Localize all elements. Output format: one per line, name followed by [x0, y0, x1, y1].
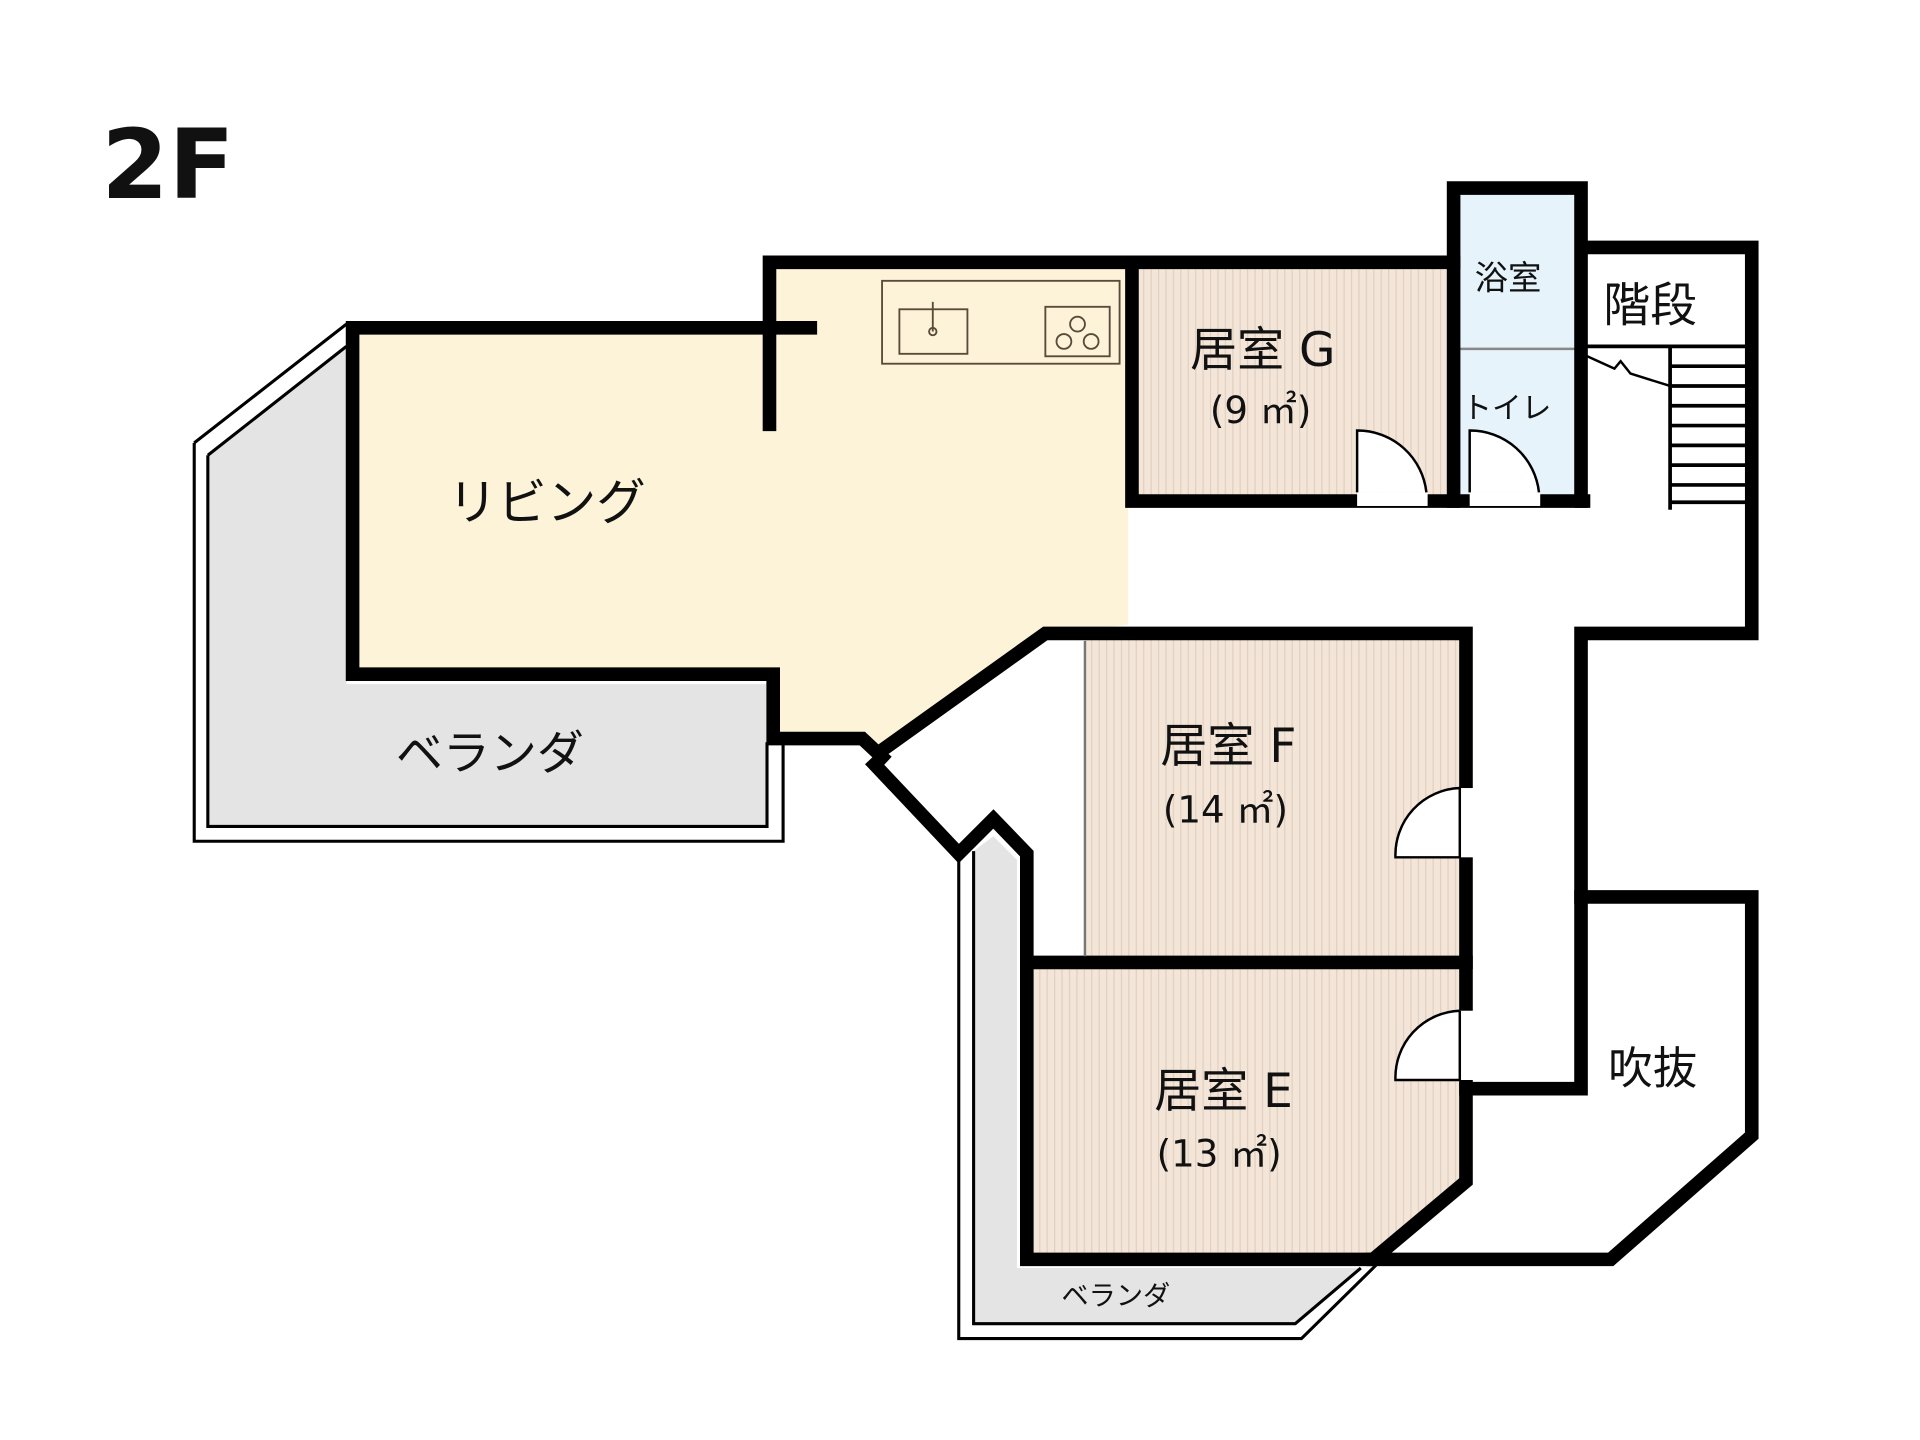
kitchen-counter — [881, 279, 1121, 365]
room-f-area — [1084, 633, 1466, 963]
room-g-area-label: (9 ㎡) — [1210, 389, 1311, 432]
veranda-main-area — [207, 346, 768, 827]
door-room-f[interactable] — [1394, 786, 1474, 859]
staircase — [1585, 344, 1747, 510]
bath-label: 浴室 — [1475, 258, 1542, 297]
door-toilet[interactable] — [1468, 429, 1541, 506]
living-area — [352, 265, 1129, 749]
void-label: 吹抜 — [1608, 1043, 1697, 1095]
door-room-e[interactable] — [1394, 1009, 1474, 1082]
veranda-small-area — [973, 836, 1361, 1324]
room-e-area-label: (13 ㎡) — [1157, 1133, 1282, 1176]
room-e-area — [1032, 962, 1466, 1260]
veranda-small-label: ベランダ — [1061, 1281, 1170, 1312]
floor-label: 2F — [101, 108, 234, 221]
living-label: リビング — [448, 474, 646, 532]
room-g-label: 居室 G — [1190, 323, 1335, 378]
door-room-g[interactable] — [1355, 429, 1428, 506]
walls — [345, 181, 1759, 1267]
room-e-label: 居室 E — [1154, 1064, 1293, 1119]
veranda-main-label: ベランダ — [396, 726, 584, 781]
room-f-area-label: (14 ㎡) — [1163, 789, 1288, 832]
veranda-main-railing — [193, 322, 348, 445]
room-f-label: 居室 F — [1160, 719, 1296, 774]
stove-icon — [1044, 305, 1111, 358]
veranda-small-railing — [957, 853, 1378, 1341]
toilet-label: トイレ — [1462, 391, 1551, 426]
stairs-label: 階段 — [1603, 279, 1697, 334]
